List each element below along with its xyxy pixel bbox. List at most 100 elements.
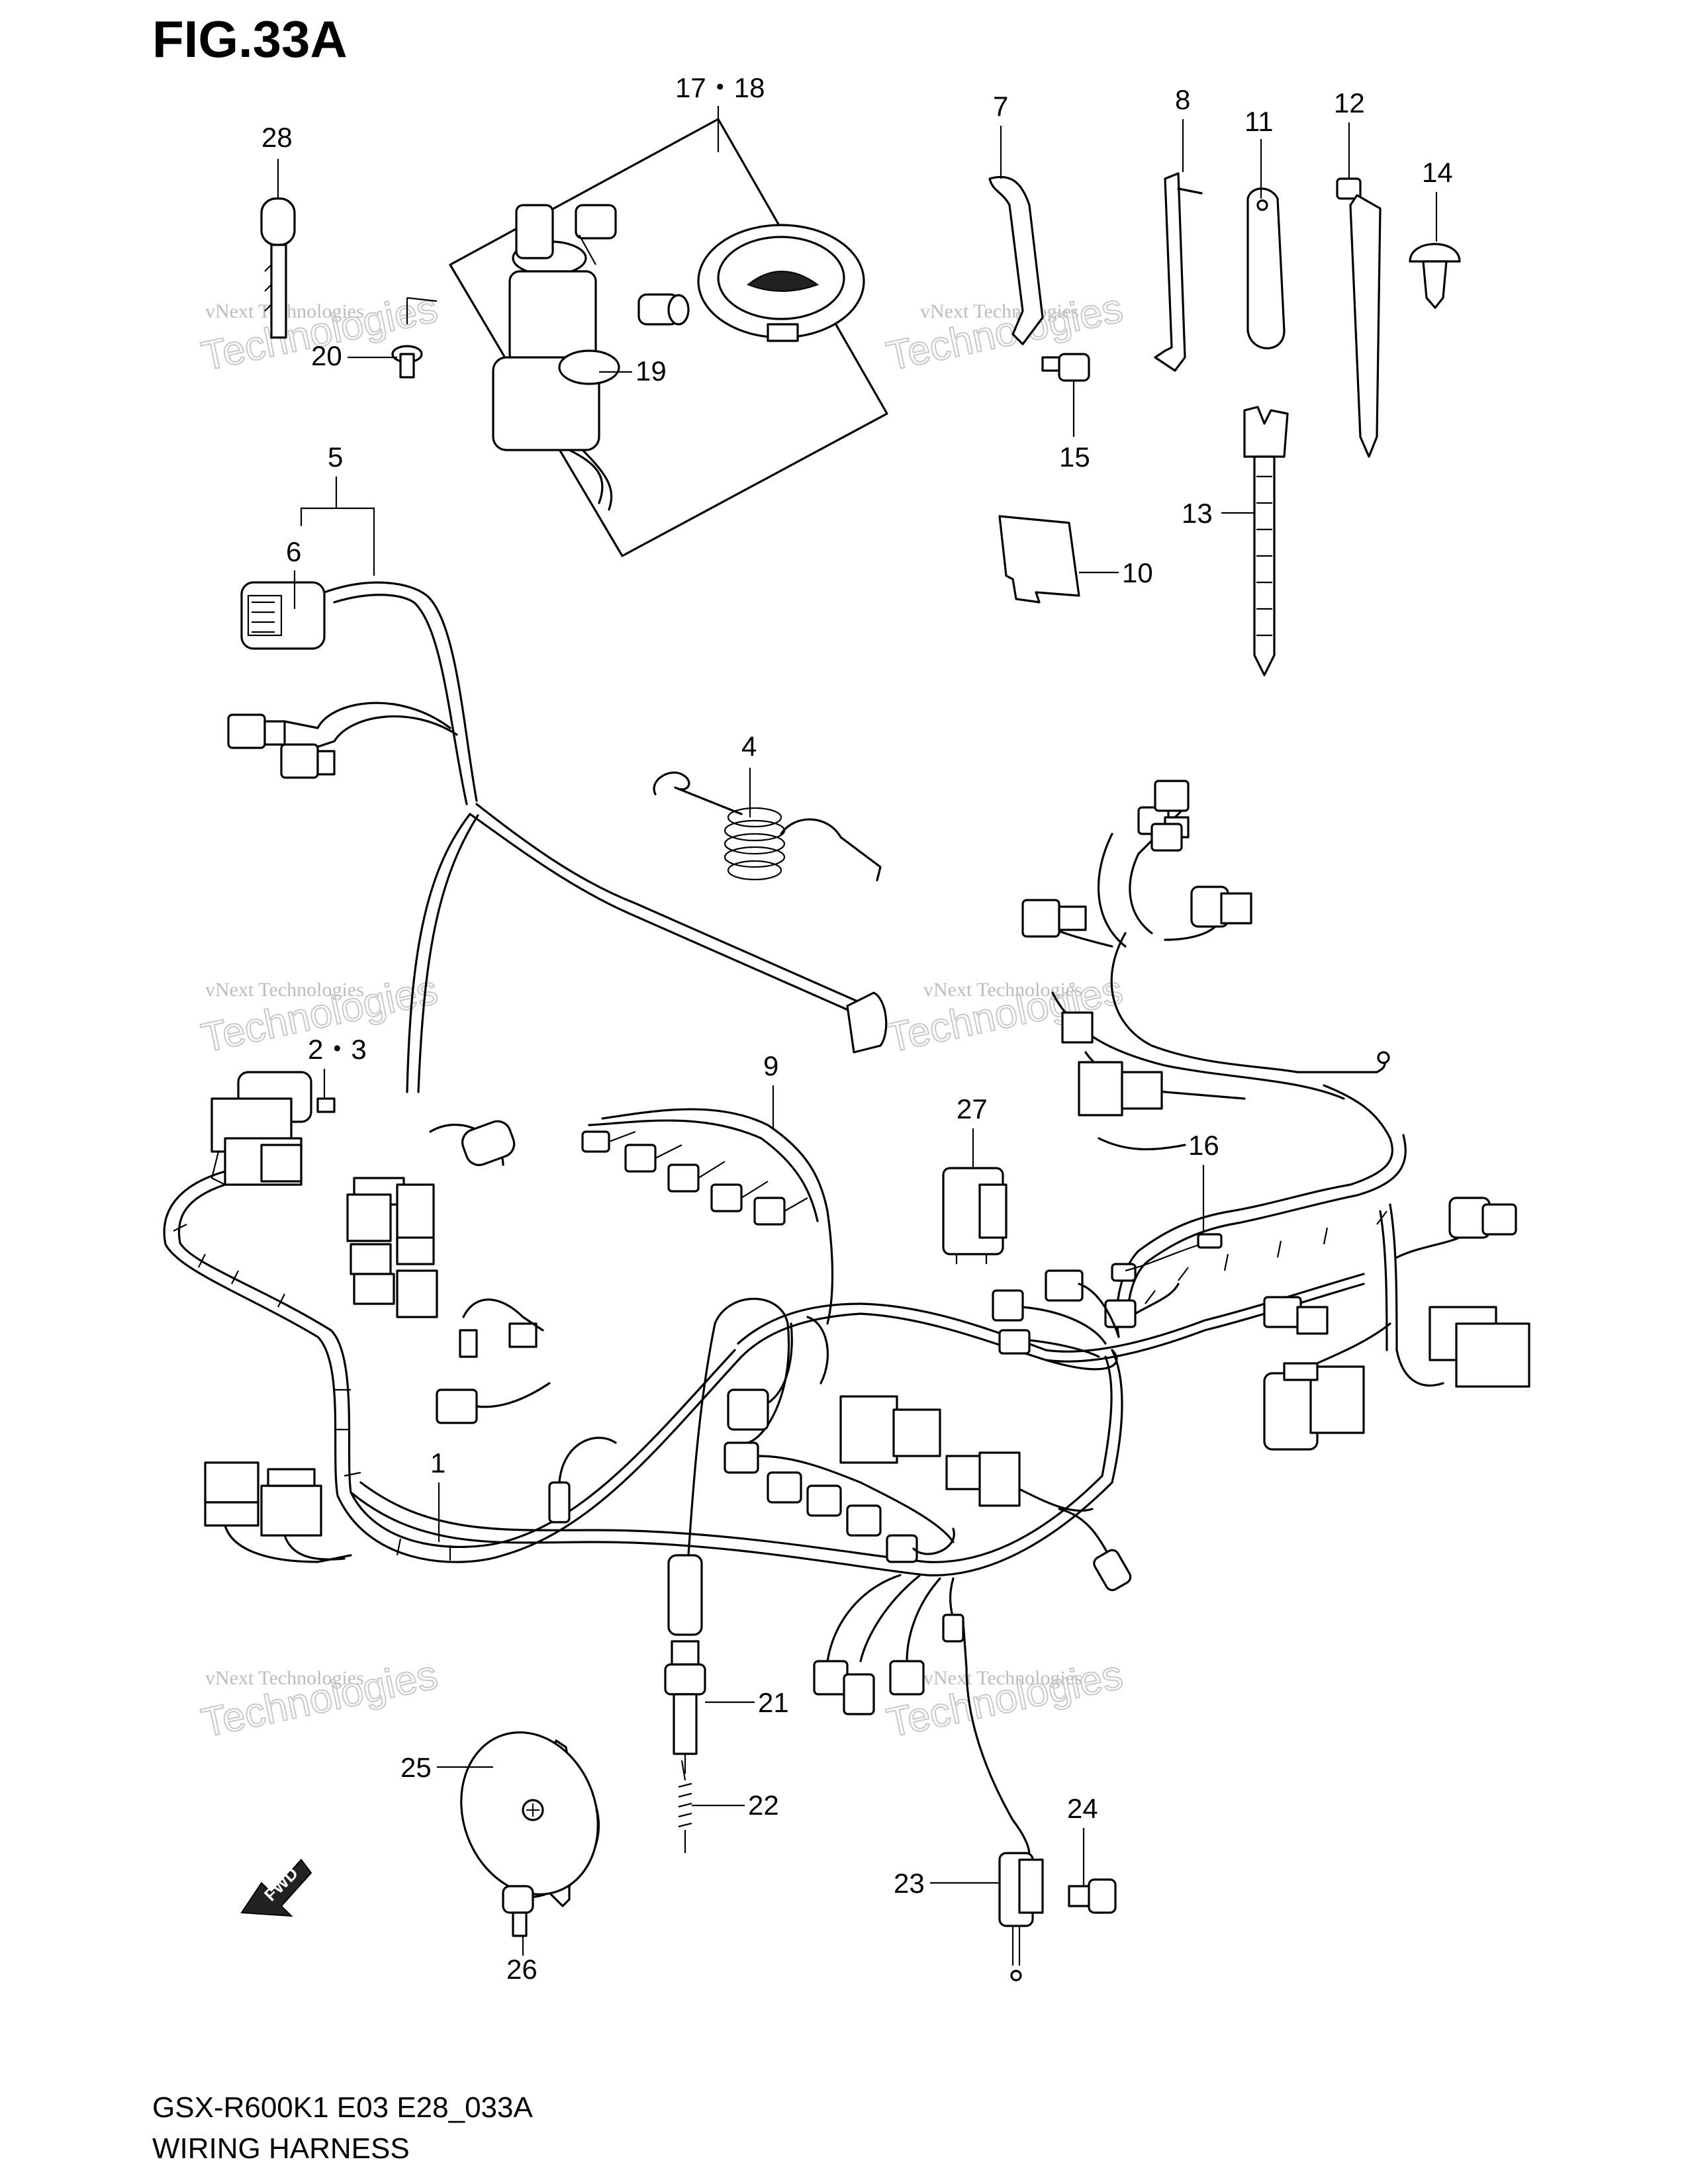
callout-7: 7 bbox=[993, 91, 1008, 179]
callout-13: 13 bbox=[1182, 498, 1254, 529]
svg-text:14: 14 bbox=[1422, 157, 1453, 188]
part-12-cable-tie bbox=[1336, 177, 1382, 458]
part-20-screw bbox=[391, 345, 423, 379]
callout-12: 12 bbox=[1334, 87, 1365, 179]
connector-right-pair bbox=[945, 1451, 1132, 1592]
callout-14: 14 bbox=[1422, 157, 1453, 242]
svg-text:vNext Technologies: vNext Technologies bbox=[205, 979, 364, 1001]
connector-5-6 bbox=[240, 581, 326, 650]
svg-text:12: 12 bbox=[1334, 87, 1365, 118]
callout-15: 15 bbox=[1059, 381, 1090, 473]
svg-text:vNext Technologies: vNext Technologies bbox=[923, 1667, 1082, 1689]
callout-5: 5 bbox=[300, 441, 375, 576]
callout-26: 26 bbox=[506, 1936, 538, 1985]
callout-21: 21 bbox=[705, 1687, 789, 1718]
svg-text:17・18: 17・18 bbox=[675, 72, 765, 103]
callout-6: 6 bbox=[286, 536, 301, 609]
svg-text:13: 13 bbox=[1182, 498, 1213, 529]
part-4-spring bbox=[653, 771, 882, 882]
fwd-arrow-icon: FWD bbox=[240, 1858, 312, 1917]
part-23-sensor bbox=[962, 1620, 1044, 1981]
connector-2-3-block bbox=[211, 1071, 312, 1186]
connector-lower-chain bbox=[724, 1441, 955, 1563]
connector-right-group bbox=[1263, 1197, 1530, 1451]
svg-text:24: 24 bbox=[1067, 1793, 1098, 1824]
callout-1: 1 bbox=[430, 1447, 445, 1542]
svg-text:4: 4 bbox=[741, 731, 757, 762]
callout-25: 25 bbox=[400, 1752, 493, 1783]
callout-19: 19 bbox=[599, 355, 667, 387]
figure-name-label: WIRING HARNESS bbox=[152, 2132, 410, 2165]
part-1-main-wiring-harness bbox=[163, 581, 1365, 1576]
part-21-switch bbox=[664, 1640, 706, 1774]
figure-title: FIG.33A bbox=[152, 10, 348, 68]
svg-text:16: 16 bbox=[1188, 1130, 1219, 1161]
svg-text:9: 9 bbox=[763, 1050, 778, 1081]
connector-small-left-b bbox=[280, 743, 336, 779]
connector-16-cluster bbox=[992, 1233, 1223, 1358]
callout-22: 22 bbox=[692, 1790, 779, 1821]
svg-text:15: 15 bbox=[1059, 441, 1090, 473]
part-27-relay bbox=[942, 1167, 1008, 1264]
part-10-pad bbox=[998, 515, 1080, 604]
connector-center-small-c bbox=[548, 1436, 617, 1524]
callout-9: 9 bbox=[763, 1050, 778, 1128]
svg-text:6: 6 bbox=[286, 536, 301, 567]
part-26-bolt bbox=[502, 1885, 534, 1937]
svg-text:Technologies: Technologies bbox=[198, 1652, 442, 1747]
connector-mid-stack bbox=[346, 1120, 516, 1318]
callout-11: 11 bbox=[1244, 106, 1274, 199]
connector-center-mid bbox=[727, 1322, 793, 1431]
callout-24: 24 bbox=[1067, 1793, 1098, 1886]
part-28-key bbox=[260, 197, 296, 339]
callout-17-18: 17・18 bbox=[675, 72, 765, 152]
svg-text:2・3: 2・3 bbox=[308, 1034, 367, 1065]
connector-center-small-a bbox=[436, 1382, 551, 1424]
svg-text:1: 1 bbox=[430, 1447, 445, 1479]
svg-text:Technologies: Technologies bbox=[883, 285, 1127, 380]
callout-27: 27 bbox=[957, 1093, 988, 1168]
svg-text:11: 11 bbox=[1244, 106, 1274, 137]
callout-2-3: 2・3 bbox=[308, 1034, 367, 1099]
part-16-sub-harness bbox=[1021, 780, 1407, 1338]
part-22-spring bbox=[678, 1760, 692, 1853]
connector-center-pair bbox=[806, 1316, 941, 1464]
part-7-bracket bbox=[988, 175, 1044, 345]
svg-text:8: 8 bbox=[1175, 84, 1190, 115]
svg-text:10: 10 bbox=[1122, 557, 1153, 588]
svg-text:7: 7 bbox=[993, 91, 1008, 122]
model-code-label: GSX-R600K1 E03 E28_033A bbox=[152, 2091, 533, 2124]
callouts: 28 20 17・18 19 7 8 bbox=[261, 72, 1453, 1985]
connector-lower-left-pair bbox=[204, 1461, 352, 1563]
callout-20: 20 bbox=[311, 340, 397, 371]
part-19-ignition-switch bbox=[492, 204, 620, 511]
callout-16: 16 bbox=[1188, 1130, 1219, 1231]
connector-sleeve bbox=[846, 991, 888, 1054]
watermark-2: vNext Technologies Technologies bbox=[882, 285, 1127, 381]
svg-text:26: 26 bbox=[506, 1954, 538, 1985]
part-fuel-cap bbox=[697, 224, 865, 342]
svg-text:vNext Technologies: vNext Technologies bbox=[920, 300, 1079, 322]
svg-text:22: 22 bbox=[748, 1790, 779, 1821]
part-24-bolt bbox=[1068, 1878, 1117, 1914]
svg-text:23: 23 bbox=[894, 1868, 925, 1899]
svg-text:21: 21 bbox=[758, 1687, 789, 1718]
svg-text:19: 19 bbox=[635, 355, 667, 387]
part-8-clamp bbox=[1154, 172, 1203, 372]
part-9-sub-harness bbox=[581, 1108, 834, 1325]
svg-text:20: 20 bbox=[311, 340, 342, 371]
callout-4: 4 bbox=[741, 731, 757, 817]
part-lock-cylinder bbox=[637, 293, 690, 326]
connector-small-left-a bbox=[227, 713, 286, 749]
part-15-bolt bbox=[1041, 353, 1090, 382]
part-14-clip bbox=[1409, 243, 1461, 309]
connector-center-small-b bbox=[459, 1298, 544, 1358]
part-13-cable-tie bbox=[1243, 406, 1289, 676]
callout-23: 23 bbox=[894, 1868, 1000, 1899]
svg-text:25: 25 bbox=[400, 1752, 432, 1783]
part-2-3-fuse bbox=[316, 1097, 336, 1113]
svg-text:27: 27 bbox=[957, 1093, 988, 1124]
svg-text:28: 28 bbox=[261, 122, 293, 153]
